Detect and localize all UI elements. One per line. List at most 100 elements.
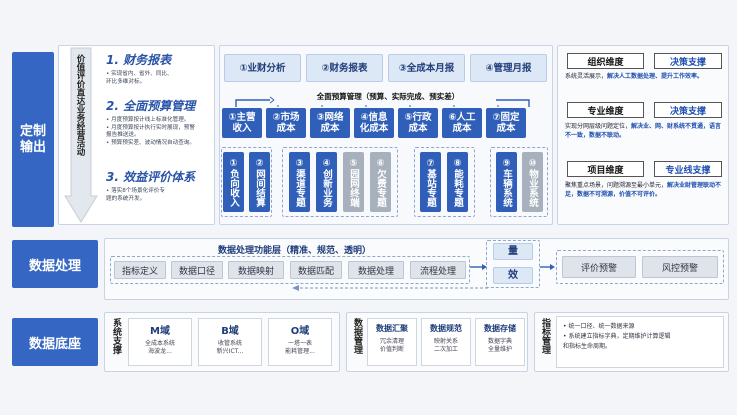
budget-item[interactable]: ②市场成本 [266, 108, 306, 138]
band-label-data-base: 数据底座 [12, 318, 98, 366]
eval-item[interactable]: ⑩物业系统 [522, 152, 543, 212]
section-evaluation: 3. 效益评价体系 • 落实8个场景化评价专 题的系统开发。 [106, 168, 214, 203]
processing-chip[interactable]: 数据处理 [348, 261, 404, 279]
budget-item[interactable]: ⑥人工成本 [442, 108, 482, 138]
quantify-box [486, 240, 540, 288]
report-box[interactable]: ④管理月报 [470, 54, 547, 82]
report-box[interactable]: ①业财分析 [224, 54, 301, 82]
band-label-custom-output: 定制输出 [12, 52, 54, 227]
dimension-title: 专业维度 [567, 102, 644, 118]
report-box[interactable]: ②财务报表 [306, 54, 383, 82]
dimension-support: 决策支撑 [654, 53, 722, 69]
domain-line: 全成本系统 [144, 340, 175, 347]
data-item-line: 二次加工 [433, 346, 458, 353]
data-item-name: 数据汇聚 [376, 324, 408, 333]
dimension-title: 项目维度 [567, 161, 644, 177]
data-item-line: 映射关系 [433, 338, 458, 345]
eval-item[interactable]: ⑤园网终端 [343, 152, 364, 212]
budget-item[interactable]: ⑦固定成本 [486, 108, 526, 138]
section-financial-report: 1. 财务报表 • 实现省内、省外、同比、 环比多维对标。 [106, 51, 214, 86]
back-arrow-icon [292, 285, 488, 291]
budget-connector [235, 96, 530, 107]
index-desc-card: • 统一口径、统一数据来源 • 系统建立指标字典，定期维护计算逻辑 和指标生命周… [556, 316, 724, 368]
section-bullet: • 预算预实差、波动情况自动查询。 [106, 139, 195, 146]
down-arrow-icon [64, 47, 98, 223]
section-bullet: 报告推送送。 [106, 132, 140, 139]
processing-chip[interactable]: 数据映射 [228, 261, 284, 279]
index-bullet: • 统一口径、统一数据来源 [563, 323, 635, 330]
dimension-desc: 系统灵活展示，解决人工数据处理、提升工作效率。 [565, 73, 704, 80]
section-bullet: • 实现省内、省外、同比、 [106, 71, 173, 77]
domain-line: 一塔一表 [287, 340, 312, 347]
eval-item[interactable]: ⑦基站专题 [420, 152, 441, 212]
processing-chip[interactable]: 数据口径 [171, 261, 223, 279]
band-label-text: 定制输出 [19, 123, 46, 155]
eval-group [282, 147, 398, 217]
domain-card[interactable]: M域 全成本系统 海波龙... [128, 318, 192, 366]
index-bullet: 和指标生命周期。 [563, 343, 612, 350]
data-item-card[interactable]: 数据汇聚 冗余清理 价值判断 [367, 318, 417, 366]
eval-group [414, 147, 475, 217]
domain-name: M域 [150, 326, 170, 337]
domain-name: B域 [221, 326, 239, 337]
section-budget: 2. 全面预算管理 • 月度预算按计线上标准化管理。 • 月度预算按计执行实时展… [106, 97, 214, 147]
data-item-line: 全量维护 [487, 346, 512, 353]
domain-name: O域 [290, 326, 310, 337]
section-bullet: 题的系统开发。 [106, 195, 146, 202]
dimension-desc: 聚焦重点场景，问题溯源至最小单元，解决业财管理联动不足，数据不可溯源，价值不可评… [565, 182, 722, 198]
alert-item[interactable]: 评价预警 [562, 256, 636, 278]
dimension-support: 专业线支撑 [654, 161, 722, 177]
data-item-card[interactable]: 数据规范 映射关系 二次加工 [421, 318, 471, 366]
section-bullet: 环比多维对标。 [106, 78, 146, 85]
processing-chip[interactable]: 数据匹配 [290, 261, 342, 279]
data-item-line: 价值判断 [379, 346, 404, 353]
alert-item[interactable]: 风控预警 [642, 256, 718, 278]
domain-card[interactable]: B域 收管系统 新兴ICT... [198, 318, 262, 366]
data-item-card[interactable]: 数据存储 数据字典 全量维护 [475, 318, 525, 366]
data-item-name: 数据规范 [430, 324, 462, 333]
section-title: 1. 财务报表 [106, 53, 172, 67]
quantify-item: 量 [493, 243, 533, 260]
domain-line: 能耗管理... [285, 348, 315, 355]
section-bullet: • 月度预算按计执行实时展现，预警 [106, 124, 195, 131]
report-box[interactable]: ③全成本月报 [388, 54, 465, 82]
data-item-line: 冗余清理 [379, 338, 404, 345]
alert-group [556, 250, 724, 284]
dimension-desc: 实现分网层级问题定位，解决业、网、财系统不贯通，语言不一致，数据不联动。 [565, 123, 722, 139]
eval-item[interactable]: ⑧能耗专题 [447, 152, 468, 212]
processing-chip[interactable]: 流程处理 [410, 261, 466, 279]
eval-item[interactable]: ①负向收入 [223, 152, 244, 212]
processing-chip[interactable]: 指标定义 [114, 261, 166, 279]
data-item-line: 数据字典 [487, 338, 512, 345]
eval-group [221, 147, 272, 217]
eval-group [490, 147, 548, 217]
eval-item[interactable]: ⑨车辆系统 [496, 152, 517, 212]
data-item-name: 数据存储 [484, 324, 516, 333]
system-support-label: 系统支撑 [111, 318, 121, 354]
right-arrow-icon [470, 264, 487, 270]
eval-item[interactable]: ⑥欠费专题 [370, 152, 391, 212]
index-bullet: • 系统建立指标字典，定期维护计算逻辑 [563, 333, 671, 340]
right-arrow-icon [540, 264, 555, 270]
domain-line: 新兴ICT... [216, 348, 244, 355]
budget-item[interactable]: ④信息化成本 [354, 108, 394, 138]
domain-card[interactable]: O域 一塔一表 能耗管理... [268, 318, 332, 366]
processing-chip-group [110, 256, 470, 284]
budget-item[interactable]: ⑤行政成本 [398, 108, 438, 138]
budget-item[interactable]: ①主营收入 [222, 108, 262, 138]
domain-line: 收管系统 [217, 340, 242, 347]
eval-item[interactable]: ③渠道专题 [289, 152, 310, 212]
section-bullet: • 月度预算按计线上标准化管理。 [106, 117, 190, 123]
section-title: 2. 全面预算管理 [106, 99, 196, 113]
dimension-panel [557, 45, 729, 225]
budget-item[interactable]: ③网络成本 [310, 108, 350, 138]
eval-item[interactable]: ④创新业务 [316, 152, 337, 212]
dimension-title: 组织维度 [567, 53, 644, 69]
arrow-text: 价值评价直达业务经营活动 [75, 54, 85, 156]
section-title: 3. 效益评价体系 [106, 170, 196, 184]
eval-item[interactable]: ②网间结算 [249, 152, 270, 212]
domain-line: 海波龙... [148, 348, 172, 355]
data-management-label: 数据管理 [352, 318, 362, 354]
band-label-data-processing: 数据处理 [12, 240, 98, 288]
dimension-support: 决策支撑 [654, 102, 722, 118]
